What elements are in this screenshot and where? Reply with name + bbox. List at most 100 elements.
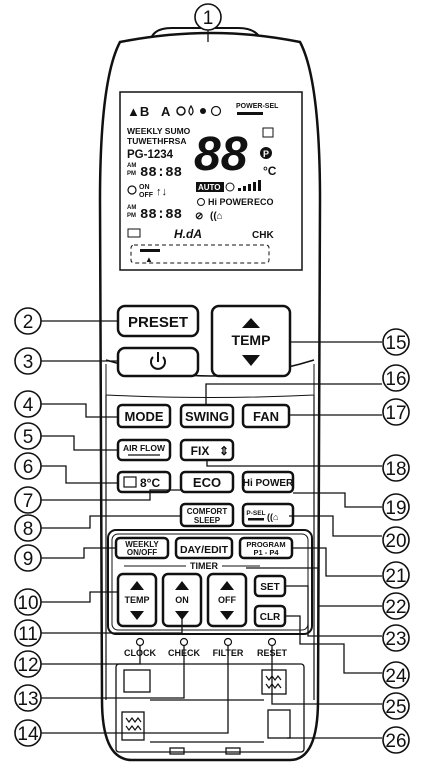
p-sel-label: P-SEL [246, 510, 265, 517]
weekly-label: WEEKLY [125, 540, 159, 549]
temp-up-icon [242, 318, 260, 328]
lcd-indicator-a: ▲B [127, 104, 149, 119]
timer-off-down-icon [220, 611, 234, 620]
program-label: PROGRAM [246, 540, 285, 549]
signal-house-icon: ((⌂ [210, 211, 223, 222]
timer-on-label: ON [175, 595, 189, 605]
timer-label: TIMER [190, 561, 218, 571]
callout-25: 25 [382, 692, 410, 720]
p-badge-circle [260, 147, 272, 159]
weekly-button[interactable]: WEEKLY ON/OFF [114, 536, 170, 560]
svg-text:3: 3 [23, 352, 34, 373]
lcd-auto: AUTO [198, 183, 221, 192]
lcd-big-digits: 88 [194, 128, 248, 181]
fix-label: FIX [191, 444, 210, 458]
auto-badge [196, 182, 224, 192]
svg-text:8: 8 [23, 519, 34, 540]
callout-13: 13 [14, 684, 42, 712]
temp-down-icon [242, 355, 260, 366]
clr-button[interactable]: CLR [253, 604, 287, 628]
weekly-on-off-label: ON/OFF [127, 548, 157, 557]
program-range-label: P1 - P4 [253, 548, 279, 557]
comfort-label: COMFORT [187, 507, 228, 516]
eight-c-button[interactable]: 8°C [116, 470, 172, 494]
mode-button[interactable]: MODE [116, 403, 172, 429]
temp-label: TEMP [232, 332, 271, 348]
eight-c-label: 8°C [140, 476, 160, 490]
lcd-on: ON [139, 184, 150, 191]
updown-arrow-icon: ↑↓ [156, 186, 167, 198]
lcd-clock-bottom: 88:88 [140, 207, 182, 223]
temp-button[interactable]: TEMP [210, 304, 292, 378]
timer-on-up-icon [175, 581, 189, 590]
swing-louver-icon [140, 249, 160, 252]
fix-arrows-icon: ⇕ [219, 444, 229, 458]
fan-speed-icon [225, 182, 235, 192]
svg-text:10: 10 [17, 593, 38, 614]
lcd-eco: ECO [254, 197, 274, 207]
lcd-am-2: AM [127, 205, 136, 211]
power-sel-bar [237, 112, 263, 115]
hi-power-icon [197, 198, 205, 206]
lcd-dashed-area [130, 244, 270, 264]
svg-text:11: 11 [18, 624, 38, 645]
program-button[interactable]: PROGRAM P1 - P4 [238, 536, 294, 560]
callout-22: 22 [382, 592, 410, 620]
timer-temp-down-icon [130, 611, 144, 620]
eco-button[interactable]: ECO [179, 470, 235, 494]
filter-icon [262, 127, 274, 138]
svg-text:18: 18 [385, 459, 406, 480]
battery-compartment [115, 663, 305, 755]
lcd-pm-1: PM [127, 171, 136, 177]
lcd-chk: CHK [252, 230, 274, 241]
svg-text:25: 25 [385, 697, 406, 718]
power-button[interactable] [116, 346, 200, 378]
swing-label: SWING [185, 409, 229, 424]
callout-17: 17 [382, 398, 410, 426]
callout-3: 3 [14, 347, 42, 375]
timer-on-button[interactable]: ON [161, 572, 203, 628]
swing-button[interactable]: SWING [179, 403, 235, 429]
timer-temp-button[interactable]: TEMP [116, 572, 158, 628]
day-edit-button[interactable]: DAY/EDIT [174, 536, 234, 560]
fix-button[interactable]: FIX ⇕ [179, 438, 235, 462]
svg-text:20: 20 [385, 531, 406, 552]
callout-markers: 1 2 3 4 5 6 7 8 9 10 11 12 13 14 15 16 1… [14, 3, 410, 754]
callout-9: 9 [14, 544, 42, 572]
sun-icon [200, 108, 206, 114]
callout-12: 12 [14, 650, 42, 678]
battery-spring-icon [125, 675, 282, 731]
timer-off-button[interactable]: OFF [206, 572, 248, 628]
svg-text:2: 2 [23, 312, 34, 333]
preset-button[interactable]: PRESET [116, 304, 200, 338]
comfort-sleep-icon: ⊘ [195, 211, 203, 222]
p-sel-button[interactable]: P-SEL ((⌂ [241, 502, 295, 528]
fan-icon [210, 105, 222, 117]
callout-8: 8 [14, 514, 42, 542]
callout-2: 2 [14, 307, 42, 335]
heater-icon [123, 476, 137, 488]
comfort-sleep-button[interactable]: COMFORT SLEEP [179, 502, 235, 528]
timer-on-down-icon [175, 611, 189, 620]
callout-11: 11 [14, 619, 42, 647]
callout-4: 4 [14, 390, 42, 418]
fan-button[interactable]: FAN [241, 403, 291, 429]
svg-text:7: 7 [23, 491, 34, 512]
svg-text:16: 16 [385, 369, 406, 390]
person-icon: ▲ [145, 255, 153, 264]
lcd-hi-power: Hi POWER [208, 197, 254, 207]
svg-text:5: 5 [23, 427, 34, 448]
lcd-p-badge: P [263, 149, 269, 159]
svg-text:14: 14 [17, 724, 39, 745]
svg-text:21: 21 [385, 566, 406, 587]
svg-text:4: 4 [23, 395, 34, 416]
callout-19: 19 [382, 493, 410, 521]
hi-power-button[interactable]: Hi POWER [241, 470, 295, 494]
svg-text:9: 9 [23, 549, 34, 570]
callout-18: 18 [382, 454, 410, 482]
air-flow-button[interactable]: AIR FLOW [116, 438, 172, 462]
set-button[interactable]: SET [253, 574, 287, 598]
signal-house-button-icon: ((⌂ [267, 512, 278, 522]
preset-label: PRESET [128, 314, 188, 331]
